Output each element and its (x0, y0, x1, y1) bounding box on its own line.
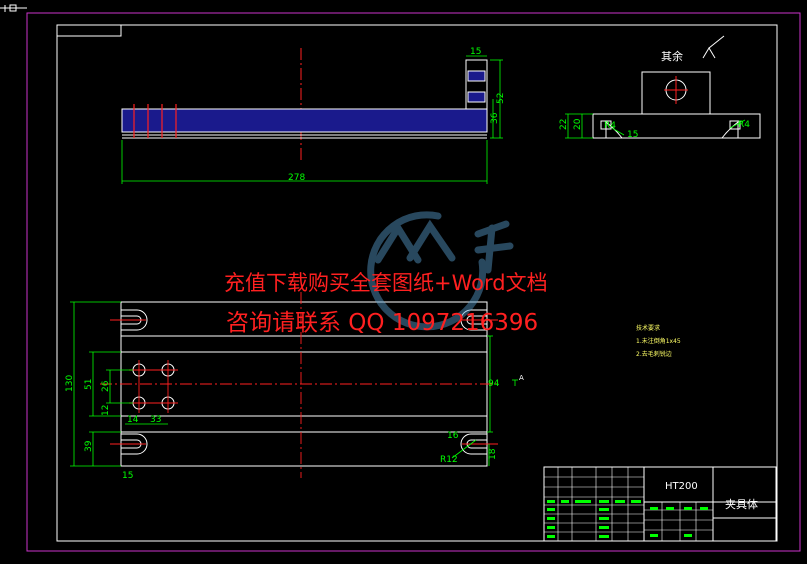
dim-h-130: 130 (65, 375, 75, 392)
dim-r-12: R12 (440, 455, 458, 465)
roughness-label: 其余 (661, 49, 683, 63)
front-view: 15 52 36 278 (121, 47, 506, 184)
sheet-border (0, 4, 801, 552)
dim-height-52: 52 (496, 93, 506, 104)
dim-r-right: R4 (738, 120, 750, 130)
dim-height-36: 36 (490, 112, 500, 124)
dim-d-16: 16 (447, 431, 459, 441)
watermark-logo-icon (367, 211, 514, 331)
dim-r-left: R4 (604, 121, 616, 131)
dim-d-14: 14 (127, 415, 139, 425)
material-label: HT200 (665, 481, 698, 492)
dim-d-12: 12 (101, 405, 111, 416)
dim-d-94: 94 (488, 379, 500, 389)
watermark: 充值下载购买全套图纸+Word文档 咨询请联系 QQ 1097216396 (224, 211, 548, 336)
dim-length-278: 278 (288, 173, 305, 183)
dim-d-18: 18 (488, 448, 498, 460)
dim-d-33: 33 (150, 415, 161, 425)
side-view: 其余 22 20 R4 15 R4 (559, 35, 761, 140)
notes-line-1: 1.未注倒角1x45 (636, 337, 681, 345)
dim-width-15: 15 (470, 47, 481, 57)
dim-d-51: 51 (84, 379, 94, 390)
dim-d-26: 26 (101, 380, 111, 392)
part-name-label: 夹具体 (725, 497, 758, 511)
title-block: HT200 夹具体 (543, 466, 777, 542)
dim-h-20: 20 (573, 118, 583, 130)
dim-d-39: 39 (84, 440, 94, 452)
notes-title: 技术要求 (636, 324, 660, 332)
section-mark: A (519, 374, 524, 382)
dim-h-22: 22 (559, 119, 569, 130)
watermark-line-2: 咨询请联系 QQ 1097216396 (226, 310, 538, 336)
technical-notes: 技术要求 1.未注倒角1x45 2.去毛刺锐边 (636, 324, 681, 358)
notes-line-2: 2.去毛刺锐边 (636, 350, 672, 358)
dim-d-15: 15 (627, 130, 638, 140)
dim-d-15b: 15 (122, 471, 133, 481)
plan-view: 130 51 26 12 39 14 33 94 16 R12 18 15 A (65, 292, 524, 481)
watermark-line-1: 充值下载购买全套图纸+Word文档 (224, 271, 548, 295)
